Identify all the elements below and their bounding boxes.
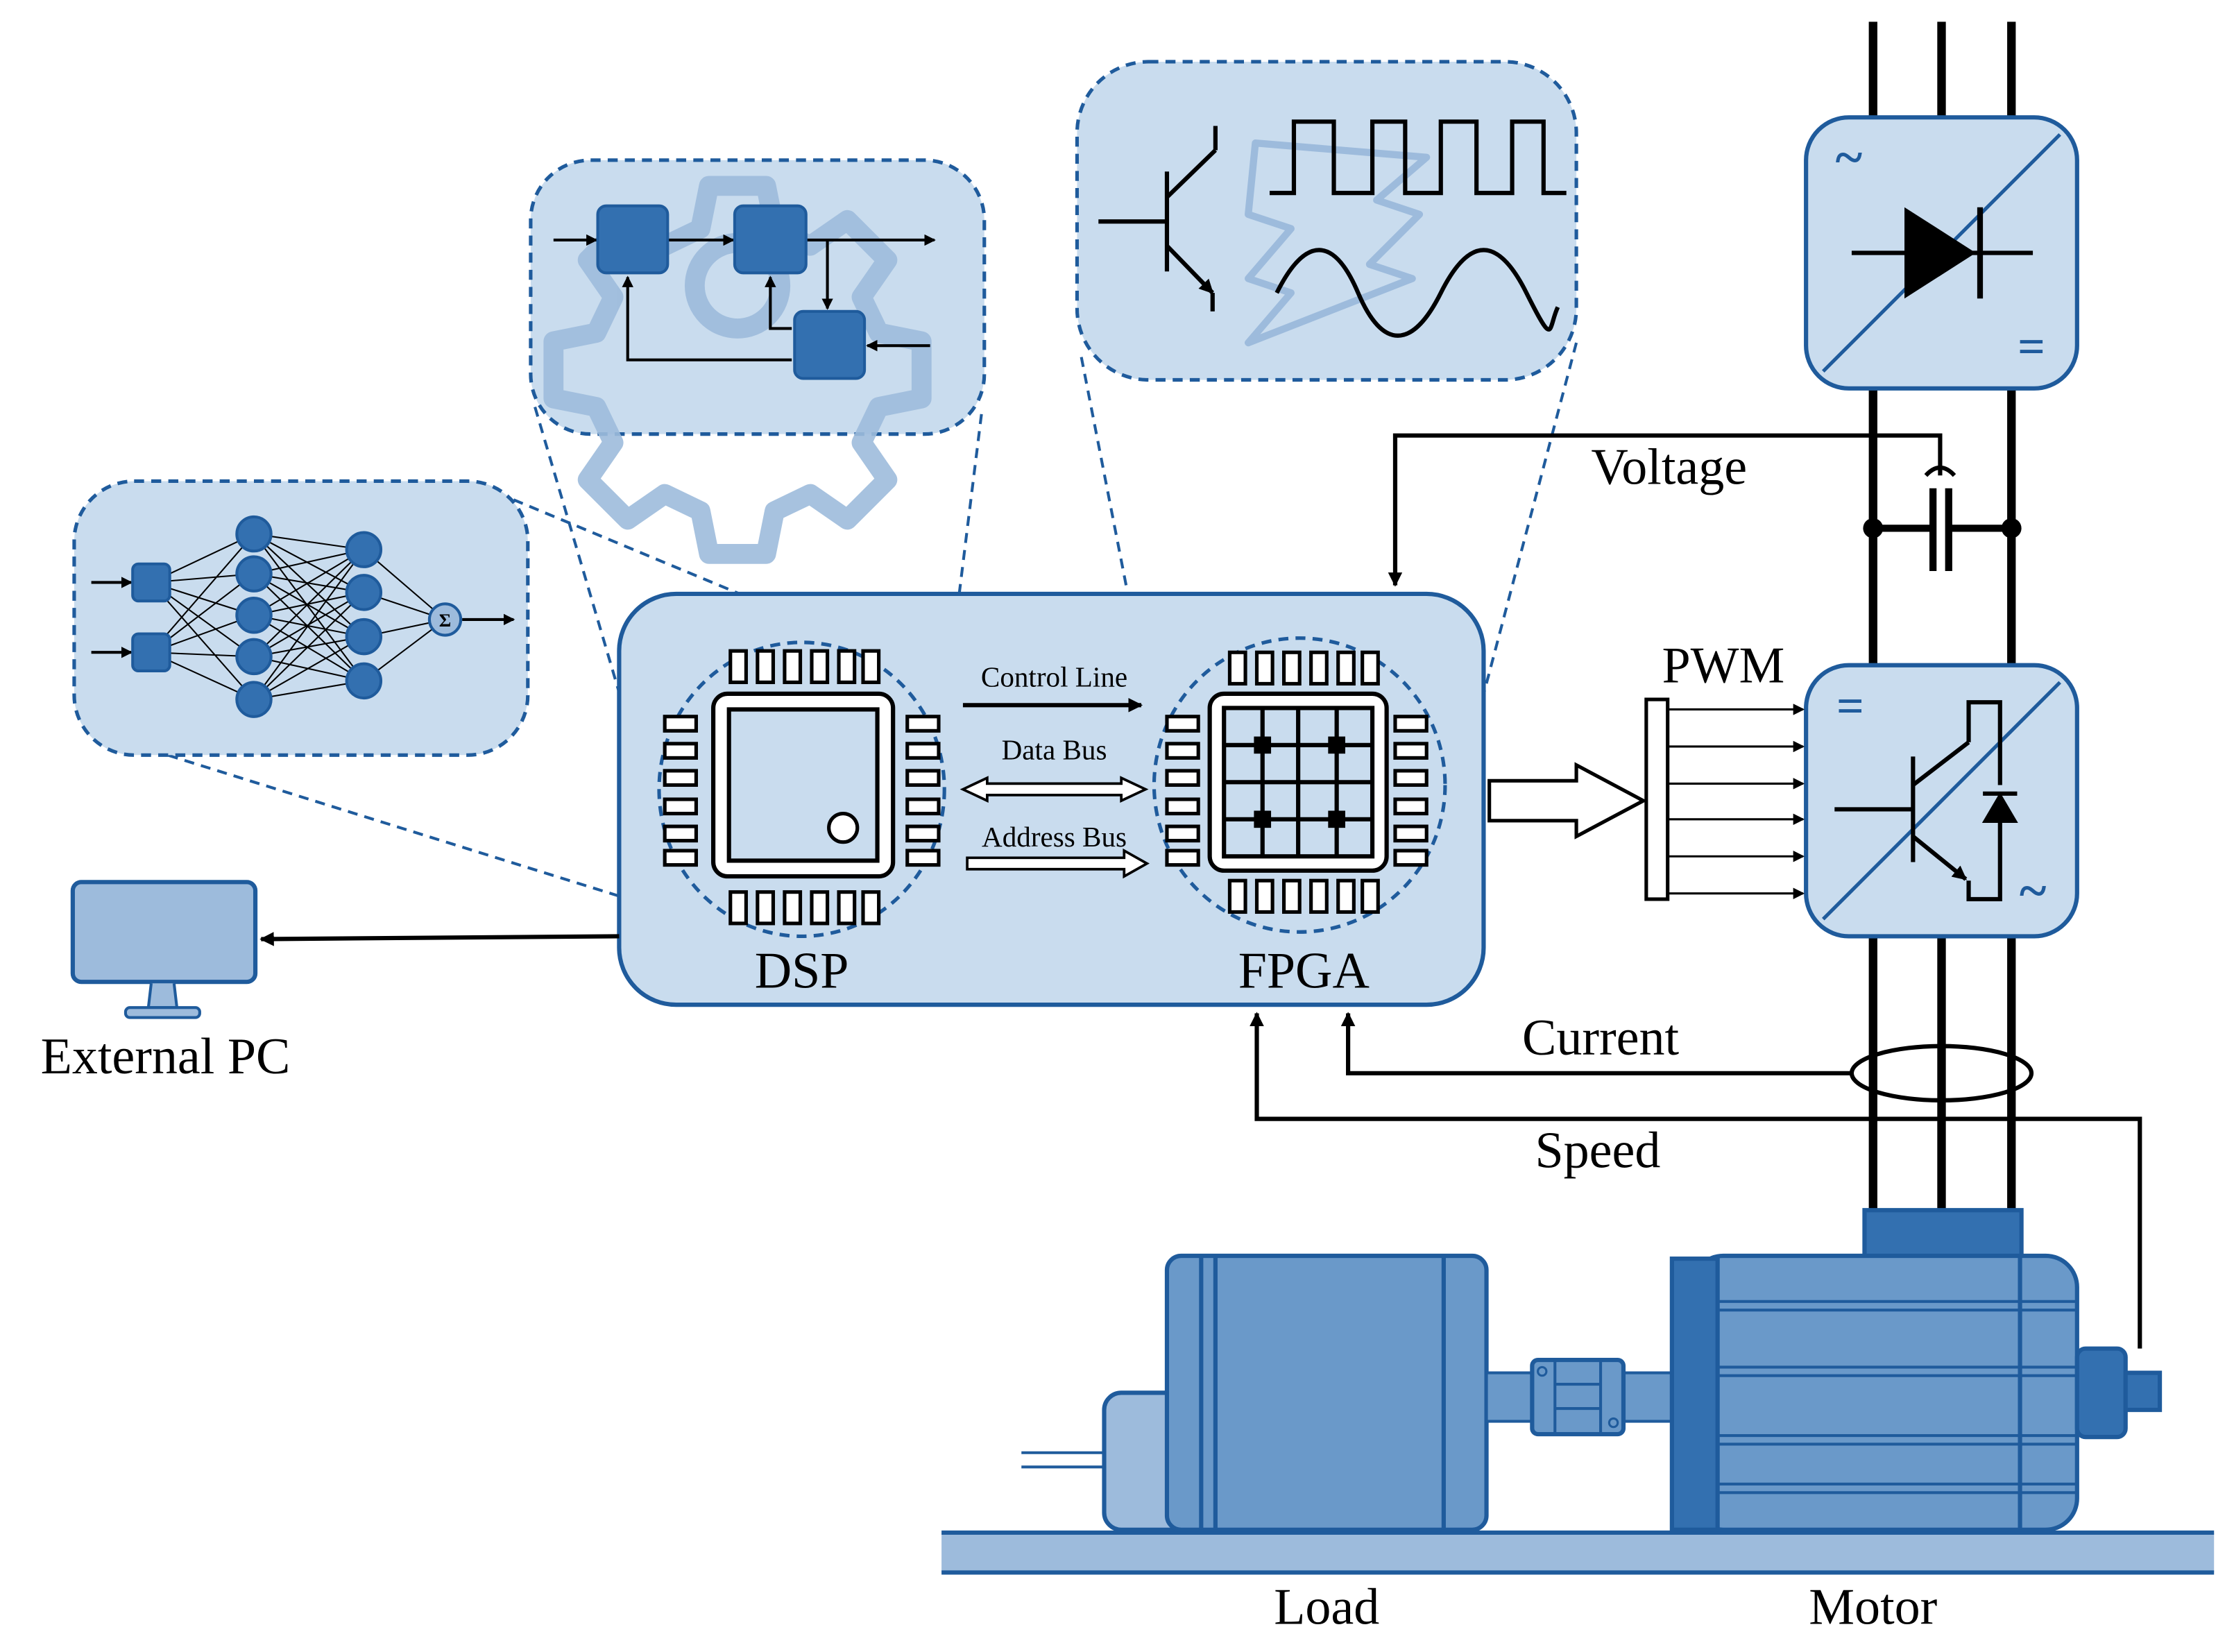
transistor-waveform-icon (1098, 119, 1567, 347)
motor-label: Motor (1809, 1578, 1937, 1635)
motor-machine: Motor (1669, 1208, 2163, 1635)
address-bus-label: Address Bus (982, 821, 1127, 853)
rectifier-block: ~ = (1804, 115, 2079, 391)
external-pc-label: External PC (41, 1028, 291, 1085)
dsp-label: DSP (755, 942, 849, 999)
voltage-label: Voltage (1591, 439, 1747, 496)
neural-network-callout: Σ (72, 479, 530, 757)
rectifier-dc-symbol: = (2018, 321, 2045, 374)
speed-label: Speed (1535, 1123, 1660, 1180)
data-bus-label: Data Bus (1002, 733, 1107, 765)
monitor-icon (70, 880, 258, 1019)
control-loop-callout (529, 158, 987, 564)
speed-feedback: Speed (1250, 1012, 2142, 1349)
neural-network-icon: Σ (91, 515, 515, 718)
fpga-chip (1152, 636, 1447, 934)
machine-base (941, 1530, 2215, 1575)
controller-board: Control Line Data Bus Address Bus DSP FP… (617, 591, 1486, 1007)
svg-text:Σ: Σ (439, 610, 451, 631)
load-machine: Load (1021, 1253, 1489, 1635)
pwm-label: PWM (1662, 637, 1784, 694)
transistor-waveform-callout (1075, 60, 1578, 382)
rectifier-ac-symbol: ~ (1836, 129, 1863, 186)
diode-icon (1851, 207, 2033, 299)
dsp-chip (657, 640, 946, 938)
control-loop-gear-icon (543, 176, 936, 564)
control-line-label: Control Line (981, 661, 1127, 693)
shaft-coupling (1485, 1358, 1673, 1437)
load-label: Load (1274, 1578, 1379, 1635)
igbt-icon (1834, 700, 2018, 902)
inverter-dc-symbol: = (1836, 680, 1864, 733)
capacitor-icon (1863, 465, 2022, 572)
inverter-ac-symbol: ~ (2020, 862, 2047, 919)
current-feedback: Current (1340, 1010, 2034, 1102)
address-bus-arrow (966, 848, 1150, 879)
pwm-connector: PWM (1487, 637, 1805, 901)
data-bus-arrow (960, 776, 1149, 803)
external-pc: External PC (41, 880, 620, 1085)
voltage-feedback: Voltage (1388, 433, 1943, 587)
inverter-block: = ~ (1804, 663, 2079, 939)
fpga-label: FPGA (1238, 942, 1370, 999)
current-label: Current (1522, 1010, 1680, 1066)
